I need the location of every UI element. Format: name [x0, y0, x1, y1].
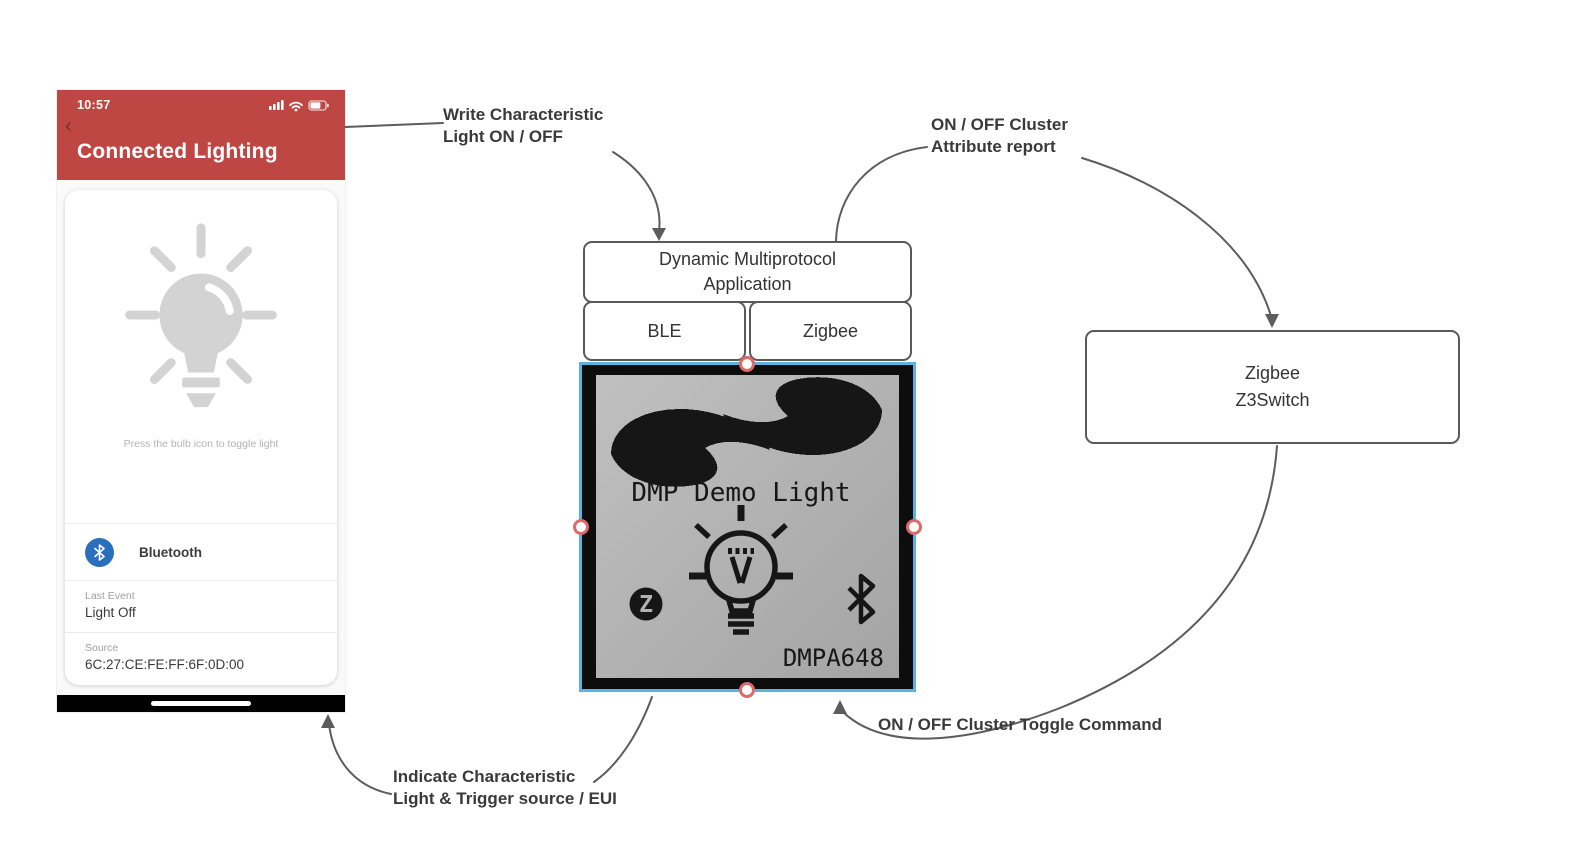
annotation-toggle-command: ON / OFF Cluster Toggle Command — [878, 715, 1162, 734]
lcd-board-photo[interactable]: DMP Demo Light Z — [579, 362, 916, 692]
last-event-row: Last Event Light Off — [65, 580, 337, 632]
annotation-write-characteristic: Write Characteristic Light ON / OFF — [443, 105, 604, 146]
ble-box[interactable]: BLE — [583, 301, 746, 361]
bulb-caption: Press the bulb icon to toggle light — [123, 438, 279, 450]
phone-app-title: Connected Lighting — [77, 140, 278, 163]
arrowhead-down-dmp — [652, 228, 666, 241]
lcd-zigbee-letter: Z — [639, 592, 653, 618]
source-row: Source 6C:27:CE:FE:FF:6F:0D:00 — [65, 632, 337, 685]
last-event-label: Last Event — [85, 590, 135, 602]
wifi-icon — [289, 101, 303, 109]
phone-app-body: Press the bulb icon to toggle light Blue… — [57, 180, 345, 695]
last-event-value: Light Off — [85, 605, 136, 620]
bulb-highlight — [204, 283, 234, 316]
source-label: Source — [85, 642, 119, 654]
battery-icon — [308, 100, 329, 111]
source-value: 6C:27:CE:FE:FF:6F:0D:00 — [85, 657, 245, 672]
lcd-display: DMP Demo Light Z — [581, 364, 914, 690]
z3switch-line1: Zigbee — [1244, 363, 1301, 383]
selection-handle-top[interactable] — [739, 356, 755, 372]
dmp-app-line2: Application — [703, 274, 792, 294]
phone-app-header: 10:57 — [57, 90, 345, 180]
lcd-zigbee-logo-icon: Z — [629, 587, 663, 621]
silicon-labs-logo-icon — [611, 377, 882, 487]
bulb-rays — [125, 223, 277, 384]
connector-phone-to-write-label — [344, 122, 444, 128]
status-time: 10:57 — [77, 98, 111, 112]
arrowhead-up-lcd — [833, 700, 847, 714]
zigbee-label: Zigbee — [802, 320, 859, 341]
bluetooth-row: Bluetooth — [65, 523, 337, 580]
z3switch-line2: Z3Switch — [1235, 390, 1310, 410]
connector-indicate-to-phone — [328, 723, 392, 795]
cellular-signal-icon — [269, 100, 284, 110]
home-indicator — [151, 701, 251, 706]
bulb-toggle-area: Press the bulb icon to toggle light — [65, 190, 337, 523]
dmp-application-box[interactable]: Dynamic Multiprotocol Application — [583, 241, 912, 303]
arrowhead-up-phone — [321, 714, 335, 728]
wifi-dot — [294, 108, 298, 112]
lcd-bulb-icon — [689, 505, 793, 635]
dmp-app-line1: Dynamic Multiprotocol — [658, 249, 837, 269]
phone-status-bar: 10:57 — [57, 90, 345, 112]
connector-report-to-z3switch — [1081, 157, 1272, 317]
selection-handle-right[interactable] — [906, 519, 922, 535]
lcd-board-id: DMPA648 — [783, 644, 884, 672]
connector-dmp-to-report-label — [835, 146, 928, 242]
bluetooth-label: Bluetooth — [139, 544, 202, 560]
ble-label: BLE — [647, 320, 682, 341]
annotation-attribute-report: ON / OFF Cluster Attribute report — [931, 115, 1068, 156]
arrowhead-down-z3switch — [1265, 314, 1279, 328]
annotation-indicate-characteristic: Indicate Characteristic Light & Trigger … — [393, 767, 617, 808]
back-chevron-icon: ‹ — [65, 115, 72, 137]
light-bulb-icon — [125, 223, 277, 408]
phone-card: Press the bulb icon to toggle light Blue… — [65, 190, 337, 685]
lcd-title-text: DMP Demo Light — [631, 478, 850, 508]
status-icons — [269, 100, 329, 112]
zigbee-box[interactable]: Zigbee — [749, 301, 912, 361]
bluetooth-icon — [85, 537, 114, 567]
selection-handle-left[interactable] — [573, 519, 589, 535]
connector-write-to-dmp — [612, 151, 661, 232]
phone-screenshot-image[interactable]: 10:57 — [57, 90, 345, 712]
phone-home-bar — [57, 695, 345, 712]
z3switch-box[interactable]: Zigbee Z3Switch — [1085, 330, 1460, 444]
selection-handle-bottom[interactable] — [739, 682, 755, 698]
